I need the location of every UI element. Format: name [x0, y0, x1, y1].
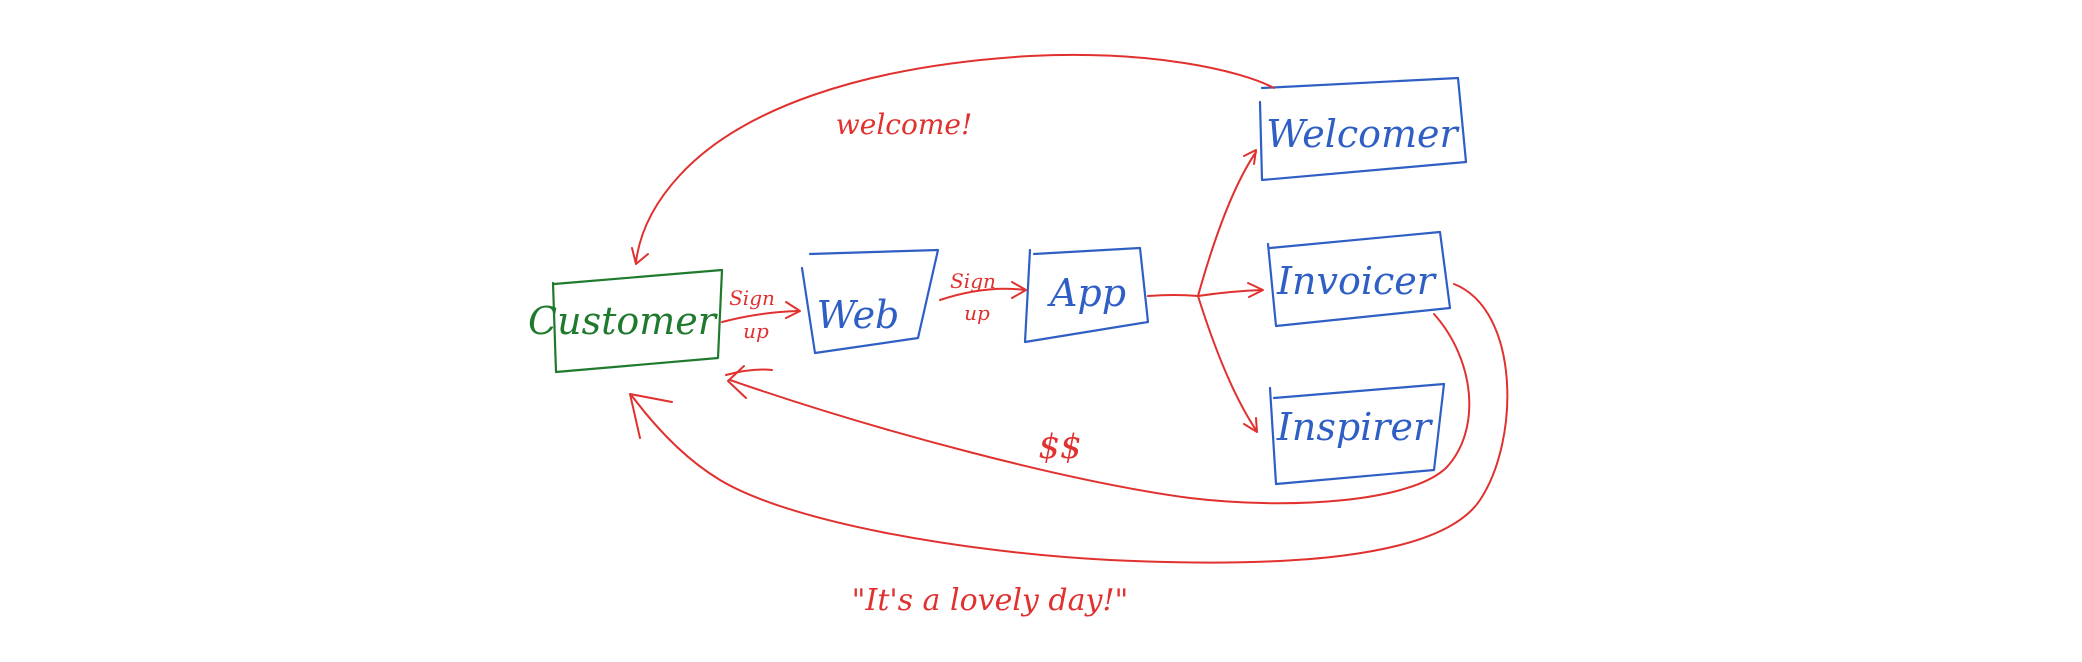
- edge-label-sign-up-2-top: Sign: [950, 269, 996, 293]
- arrowhead-invoicer-to-customer: [727, 365, 747, 399]
- arrow-app-trunk: [1147, 294, 1199, 297]
- inspirer-node-box: [1268, 382, 1446, 486]
- invoicer-node-box: [1266, 230, 1452, 328]
- welcomer-node-box: [1258, 76, 1468, 182]
- arrow-inspirer-to-customer: [631, 283, 1509, 564]
- arrowhead-inspirer-to-customer: [629, 393, 673, 439]
- edge-web-to-app: [939, 281, 1027, 301]
- welcomer-node-label: Welcomer: [1266, 112, 1460, 156]
- web-node-box: [800, 248, 940, 355]
- arrow-app-to-welcomer: [1197, 151, 1257, 297]
- web-node-label: Web: [817, 293, 900, 337]
- edge-label-sign-up-1-bottom: up: [743, 319, 769, 343]
- app-node-box: [1023, 246, 1150, 344]
- customer-node-label: Customer: [528, 299, 719, 343]
- app-node-label: App: [1047, 271, 1126, 315]
- edge-label-money: $$: [1038, 427, 1081, 467]
- arrow-app-to-invoicer: [1197, 289, 1263, 297]
- edge-inspirer-to-customer: [629, 283, 1509, 564]
- arrow-app-to-inspirer: [1197, 295, 1257, 431]
- arrowhead-app-to-inspirer: [1243, 417, 1258, 433]
- edge-label-sign-up-1-top: Sign: [729, 286, 775, 310]
- arrow-invoicer-to-customer: [729, 313, 1471, 505]
- edge-welcomer-to-customer: [631, 53, 1275, 265]
- arrowhead-customer-to-web: [785, 301, 801, 319]
- arrowhead-app-to-welcomer: [1243, 149, 1257, 165]
- invoicer-node-label: Invoicer: [1276, 259, 1438, 303]
- arrowhead-welcomer-to-customer: [631, 247, 649, 265]
- arrow-tail-invoicer-to-customer: [725, 368, 773, 376]
- edge-customer-to-web: [721, 301, 801, 323]
- edge-invoicer-to-customer: [725, 313, 1471, 505]
- edge-label-lovely-day: "It's a lovely day!": [852, 583, 1129, 618]
- edge-label-welcome: welcome!: [836, 108, 972, 141]
- arrow-customer-to-web: [721, 310, 799, 323]
- arrow-welcomer-to-customer: [635, 53, 1275, 263]
- edge-label-sign-up-2-bottom: up: [964, 301, 990, 325]
- arrowhead-app-to-invoicer: [1247, 282, 1264, 298]
- edge-app-fanout: [1147, 149, 1264, 433]
- arrow-web-to-app: [939, 287, 1026, 301]
- inspirer-node-label: Inspirer: [1276, 405, 1434, 449]
- customer-node-box: [551, 268, 724, 374]
- arrowhead-web-to-app: [1011, 281, 1027, 299]
